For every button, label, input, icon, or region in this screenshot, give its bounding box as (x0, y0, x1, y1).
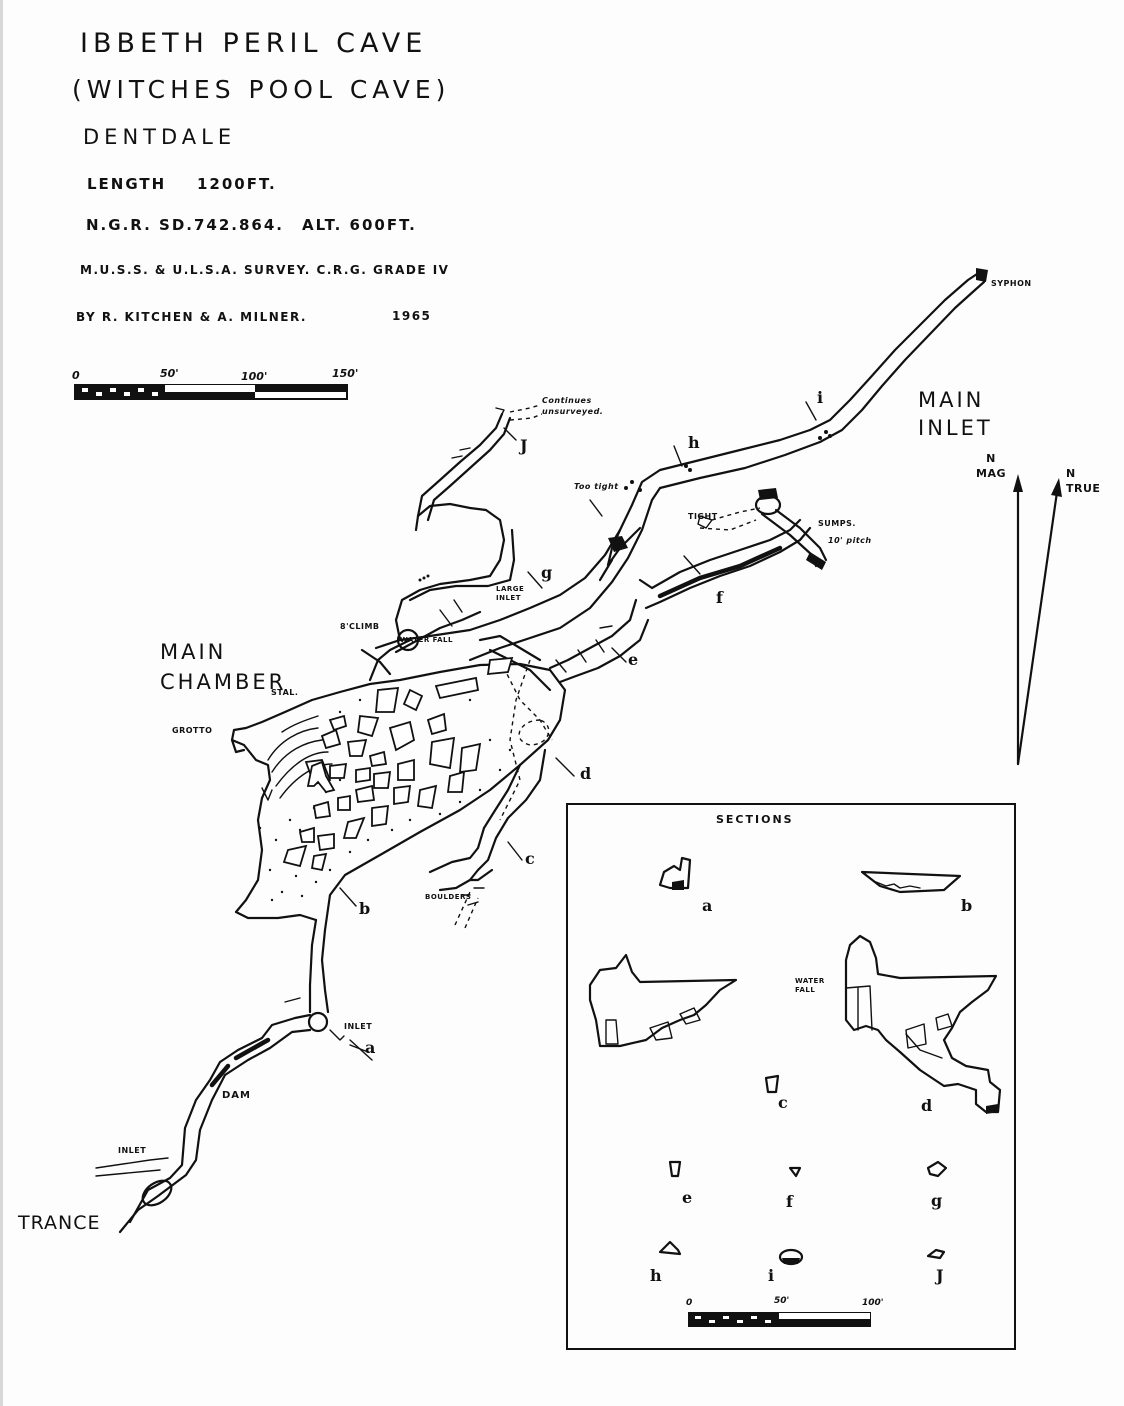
survey-authors: BY R. KITCHEN & A. MILNER. (76, 310, 307, 324)
marker-f: f (716, 588, 723, 607)
scale-label-0: 0 (72, 369, 80, 382)
sections-waterfall-label: WATER FALL (795, 977, 825, 994)
length-value: 1200FT. (197, 175, 277, 193)
north-arrows (1013, 474, 1062, 766)
section-label-e: e (682, 1188, 693, 1207)
section-label-d: d (921, 1096, 933, 1115)
page-edge (0, 0, 3, 1406)
pitch-label: 10' pitch (828, 536, 872, 545)
marker-c: c (525, 849, 535, 868)
survey-year: 1965 (392, 309, 432, 323)
too-tight-label: Too tight (574, 482, 619, 491)
altitude: ALT. 600FT. (302, 216, 417, 234)
section-label-g: g (931, 1191, 943, 1210)
main-chamber-label: MAIN CHAMBER (160, 640, 287, 694)
marker-j: J (520, 436, 528, 455)
sections-scale-100: 100' (862, 1298, 884, 1308)
dam-label: DAM (222, 1090, 251, 1101)
scale-label-100: 100' (241, 370, 268, 383)
marker-g: g (541, 563, 553, 582)
entrance-passage (95, 918, 369, 1234)
marker-h: h (688, 433, 700, 452)
section-label-a: a (702, 896, 713, 915)
side-passage-c (428, 748, 547, 929)
north-mag-label: N MAG (976, 452, 1006, 480)
north-true-label: N TRUE (1066, 467, 1101, 495)
sections-scale-0: 0 (686, 1298, 693, 1308)
section-label-j: J (936, 1266, 944, 1285)
inlet-label: INLET (344, 1022, 373, 1031)
section-label-b: b (961, 896, 973, 915)
length-label: LENGTH (87, 175, 167, 193)
main-chamber (230, 662, 567, 932)
sections-scale-bar (688, 1312, 871, 1327)
sections-panel (566, 803, 1016, 1350)
sections-title: SECTIONS (716, 813, 794, 826)
sumps-label: SUMPS. (818, 519, 856, 528)
marker-d: d (580, 764, 592, 783)
section-label-i: i (768, 1266, 775, 1285)
inlet-small-label: INLET (118, 1146, 147, 1155)
stal-label: STAL. (271, 688, 299, 697)
waterfall-label: WATER FALL (400, 636, 453, 644)
section-label-f: f (786, 1192, 793, 1211)
section-label-h: h (650, 1266, 662, 1285)
boulders-label: BOULDERS (425, 893, 472, 901)
upper-passages (339, 268, 988, 1061)
sections-scale-50: 50' (774, 1296, 790, 1306)
marker-a: a (365, 1038, 376, 1057)
scale-label-50: 50' (160, 367, 179, 380)
section-label-c: c (778, 1093, 788, 1112)
climb-label: 8'CLIMB (340, 622, 380, 631)
scale-label-150: 150' (332, 367, 359, 380)
survey-credit: M.U.S.S. & U.L.S.A. SURVEY. C.R.G. GRADE… (80, 263, 450, 277)
map-location: DENTDALE (83, 125, 237, 149)
marker-i: i (817, 388, 824, 407)
continues-label: Continues unsurveyed. (542, 396, 604, 416)
map-subtitle: (WITCHES POOL CAVE) (72, 75, 451, 104)
map-title: IBBETH PERIL CAVE (80, 28, 428, 59)
main-inlet-label: MAIN INLET (918, 388, 993, 440)
grid-reference: N.G.R. SD.742.864. (86, 216, 284, 234)
large-inlet-label: LARGE INLET (496, 585, 525, 602)
section-drawings (588, 856, 1002, 1266)
marker-b: b (359, 899, 371, 918)
grotto-label: GROTTO (172, 726, 213, 735)
syphon-label: SYPHON (991, 279, 1032, 288)
tight-label: TIGHT (688, 512, 718, 521)
marker-e: e (628, 650, 639, 669)
boulders (282, 676, 482, 872)
main-scale-bar (74, 384, 348, 400)
entrance-label: TRANCE (18, 1212, 101, 1234)
